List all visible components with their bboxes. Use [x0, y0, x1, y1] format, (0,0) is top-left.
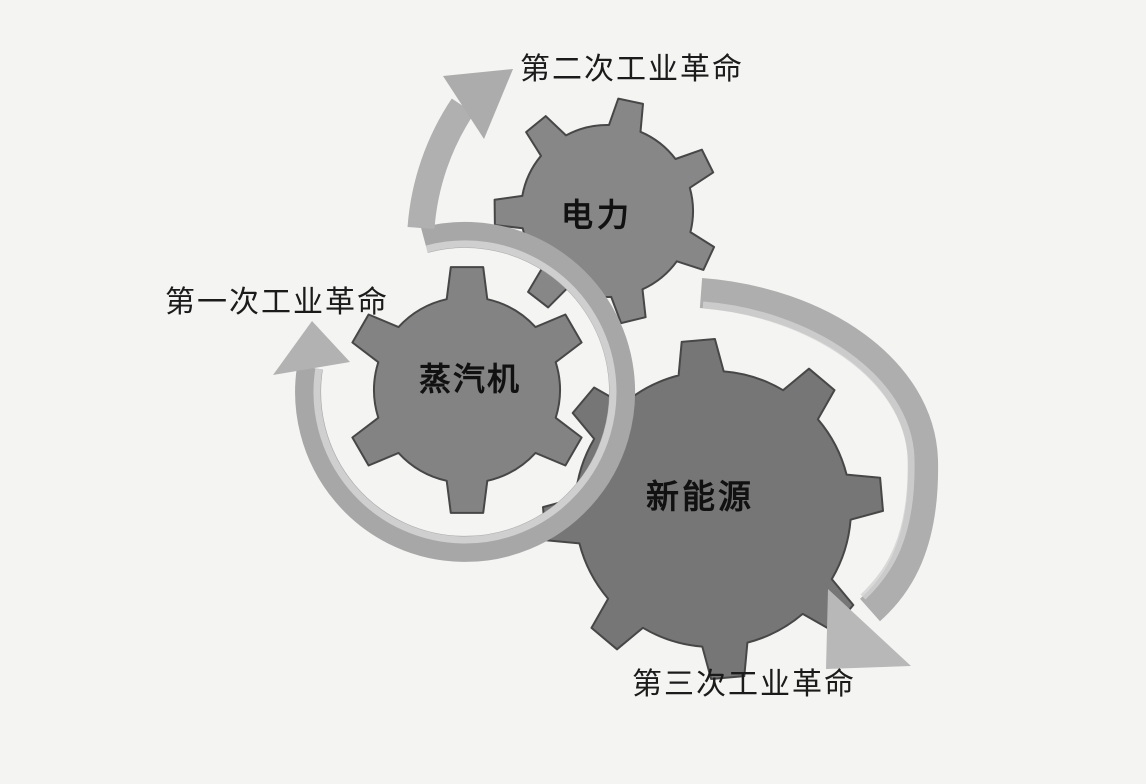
first-revolution-arc	[295, 221, 636, 562]
third-revolution-arrowhead-icon	[826, 589, 911, 669]
label-steam-engine-gear: 蒸汽机	[418, 361, 522, 397]
third-revolution-arc-highlight	[702, 301, 915, 600]
label-second-industrial-revolution: 第二次工业革命	[520, 53, 744, 86]
third-revolution-arc	[699, 278, 939, 622]
arrows-group	[273, 69, 939, 669]
label-electricity-gear: 电力	[560, 197, 634, 233]
first-revolution-arc-highlight	[313, 240, 617, 544]
label-first-industrial-revolution: 第一次工业革命	[165, 286, 389, 319]
second-revolution-arrowhead-icon	[443, 69, 513, 139]
steam-engine-gear	[351, 266, 583, 514]
label-third-industrial-revolution: 第三次工业革命	[632, 668, 856, 701]
label-new-energy-gear: 新能源	[646, 480, 754, 516]
second-revolution-arc	[407, 98, 475, 230]
first-revolution-arrowhead-icon	[273, 321, 350, 375]
